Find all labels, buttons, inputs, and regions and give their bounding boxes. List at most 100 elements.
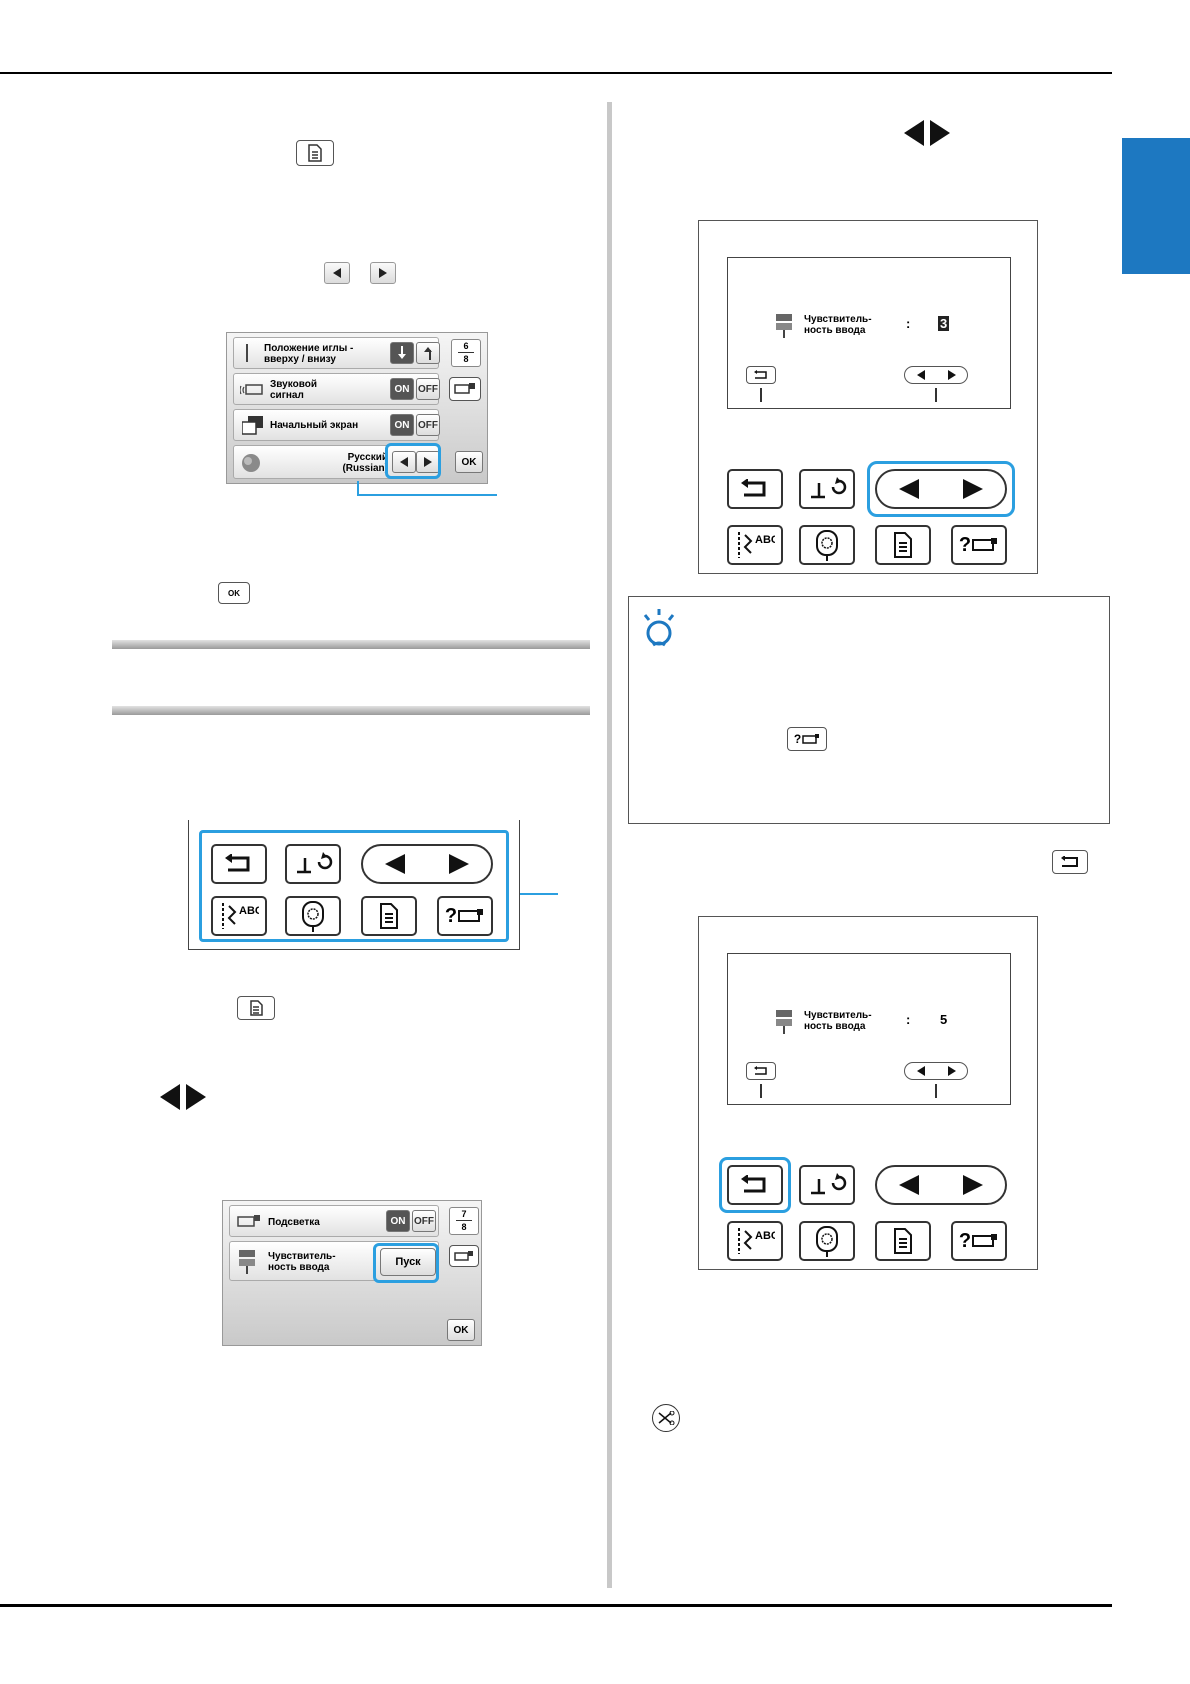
- globe-icon: [242, 454, 260, 472]
- language-sublabel: (Russian): [342, 463, 388, 474]
- backlight-label: Подсветка: [268, 1217, 320, 1228]
- left-arrow-icon-inline[interactable]: [324, 262, 350, 284]
- section-heading-bar-top: [112, 640, 590, 649]
- settings-button[interactable]: [875, 525, 931, 565]
- thread-cutter-icon[interactable]: [652, 1404, 680, 1432]
- needle-position-row: Положение иглы - вверху / внизу: [233, 337, 440, 369]
- back-button[interactable]: [727, 1165, 783, 1205]
- help-question-mark: ?: [444, 904, 458, 927]
- language-prev-button[interactable]: [392, 451, 416, 473]
- utility-stitch-button[interactable]: ABC: [727, 1221, 783, 1261]
- left-arrow-icon[interactable]: [897, 477, 921, 501]
- sensitivity-icon: [776, 314, 792, 338]
- arrows-icon-small: [904, 366, 968, 384]
- settings-button[interactable]: [361, 896, 417, 936]
- speaker-machine-icon: [240, 384, 263, 395]
- presser-foot-button[interactable]: [799, 1165, 855, 1205]
- embroidery-button[interactable]: [799, 1221, 855, 1261]
- needle-position-label: Положение иглы - вверху / внизу: [264, 343, 354, 365]
- page-number-2: 7: [461, 1209, 467, 1219]
- right-arrow-icon[interactable]: [961, 1173, 985, 1197]
- ok-button-2[interactable]: OK: [447, 1319, 475, 1341]
- backlight-row: Подсветка ON OFF: [229, 1205, 439, 1237]
- presser-foot-button[interactable]: [799, 469, 855, 509]
- back-icon-small: [746, 1062, 776, 1080]
- buzzer-on-button[interactable]: ON: [390, 378, 414, 400]
- backlight-on-button[interactable]: ON: [386, 1210, 410, 1232]
- callout-line-horizontal: [357, 494, 497, 496]
- help-question-mark: ?: [958, 533, 972, 556]
- start-screen-on-button[interactable]: ON: [390, 414, 414, 436]
- page-number: 6: [463, 341, 469, 351]
- settings-screen-page-6: Положение иглы - вверху / внизу 6 8 Звук…: [226, 332, 488, 484]
- note-box: ?: [628, 596, 1110, 824]
- back-button[interactable]: [727, 469, 783, 509]
- needle-down-button[interactable]: [390, 342, 414, 364]
- left-right-button[interactable]: [875, 1165, 1007, 1205]
- sensitivity-label: Чувствитель- ность ввода: [804, 314, 872, 336]
- lightbulb-icon: [643, 609, 675, 647]
- page-indicator: 6 8: [451, 339, 481, 367]
- svg-text:ABC: ABC: [755, 534, 775, 546]
- sensitivity-screen-2: Чувствитель- ность ввода : 5 ABC ?: [698, 916, 1038, 1270]
- left-right-arrows-icon-inline: [160, 1084, 206, 1110]
- tick-marker-right: [935, 1084, 937, 1098]
- arrows-highlight: [867, 461, 1015, 517]
- start-screen-label: Начальный экран: [270, 420, 359, 431]
- page-total-2: 8: [456, 1220, 472, 1233]
- start-button-highlight: [373, 1243, 439, 1283]
- page-indicator-2: 7 8: [449, 1207, 479, 1235]
- settings-icon-inline[interactable]: [296, 140, 334, 166]
- buzzer-label: Звуковой сигнал: [270, 379, 317, 401]
- settings-screen-page-7: Подсветка ON OFF 7 8 Чувствитель- ность …: [222, 1200, 482, 1346]
- buzzer-row: Звуковой сигнал ON OFF: [233, 373, 440, 405]
- start-button[interactable]: Пуск: [380, 1248, 436, 1276]
- left-right-button[interactable]: [361, 844, 493, 884]
- settings-button[interactable]: [875, 1221, 931, 1261]
- needle-icon: [246, 344, 248, 362]
- right-arrow-icon-inline[interactable]: [370, 262, 396, 284]
- light-machine-icon: [237, 1215, 260, 1227]
- section-heading-bar-bottom: [112, 706, 590, 715]
- back-icon-inline[interactable]: [1052, 850, 1088, 874]
- machine-settings-icon[interactable]: [449, 377, 481, 401]
- input-sensitivity-label: Чувствитель- ность ввода: [268, 1251, 336, 1273]
- buzzer-off-button[interactable]: OFF: [416, 378, 440, 400]
- sensitivity-value: 3: [938, 316, 950, 331]
- column-divider: [607, 102, 612, 1588]
- left-right-button[interactable]: [875, 469, 1007, 509]
- top-rule: [0, 72, 1112, 74]
- callout-line-vertical: [357, 481, 359, 495]
- language-label: Русский: [347, 452, 388, 463]
- utility-stitch-button[interactable]: ABC: [211, 896, 267, 936]
- help-icon-inline[interactable]: ?: [787, 727, 827, 751]
- left-arrow-icon[interactable]: [383, 852, 407, 876]
- sensitivity-colon: :: [906, 1012, 911, 1027]
- ok-button-inline[interactable]: OK: [218, 582, 250, 604]
- start-screen-off-button[interactable]: OFF: [416, 414, 440, 436]
- help-button[interactable]: ?: [951, 1221, 1007, 1261]
- help-question-mark: ?: [793, 732, 802, 746]
- ok-button[interactable]: OK: [455, 451, 483, 473]
- settings-icon-inline-2[interactable]: [237, 996, 275, 1020]
- machine-settings-icon-2[interactable]: [449, 1245, 479, 1267]
- embroidery-button[interactable]: [285, 896, 341, 936]
- help-button[interactable]: ?: [951, 525, 1007, 565]
- back-button[interactable]: [211, 844, 267, 884]
- presser-foot-button[interactable]: [285, 844, 341, 884]
- tick-marker-left: [760, 1084, 762, 1098]
- help-button[interactable]: ?: [437, 896, 493, 936]
- sensitivity-colon: :: [906, 316, 911, 331]
- needle-up-button[interactable]: [416, 342, 440, 364]
- sensitivity-lcd-1: Чувствитель- ность ввода : 3: [727, 257, 1011, 409]
- language-arrows-highlight: [385, 443, 441, 479]
- right-arrow-icon[interactable]: [961, 477, 985, 501]
- back-icon-small: [746, 366, 776, 384]
- embroidery-button[interactable]: [799, 525, 855, 565]
- utility-stitch-button[interactable]: ABC: [727, 525, 783, 565]
- backlight-off-button[interactable]: OFF: [412, 1210, 436, 1232]
- sensitivity-label: Чувствитель- ность ввода: [804, 1010, 872, 1032]
- left-arrow-icon[interactable]: [897, 1173, 921, 1197]
- svg-text:ABC: ABC: [755, 1230, 775, 1242]
- right-arrow-icon[interactable]: [447, 852, 471, 876]
